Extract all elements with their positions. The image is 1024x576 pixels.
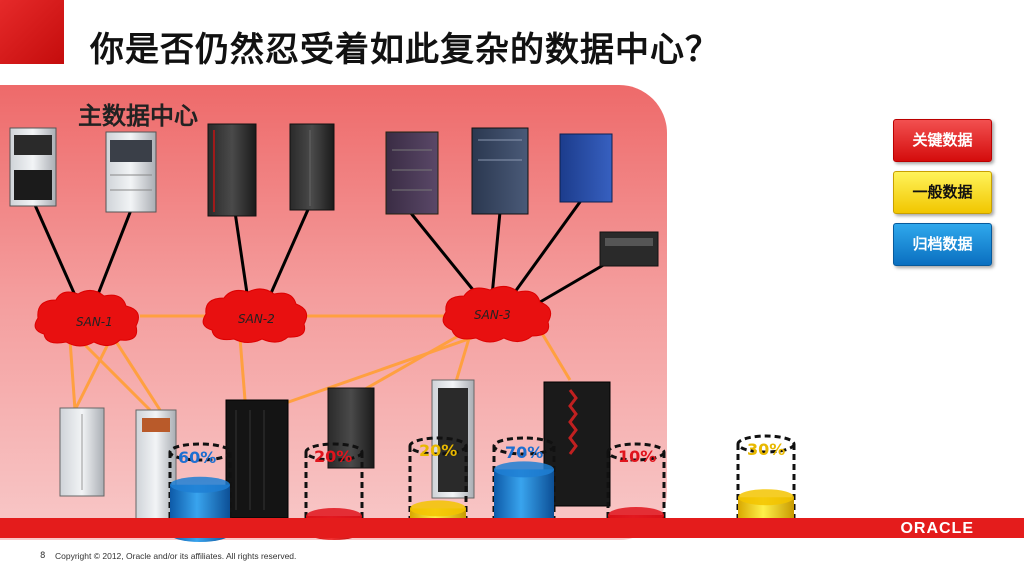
san-3-label: SAN-3 (474, 308, 511, 322)
storage-percent-3: 20% (419, 441, 458, 460)
server-icon (9, 127, 57, 207)
datacenter-label: 主数据中心 (78, 102, 198, 130)
server-icon (559, 133, 613, 203)
storage-cylinder (492, 436, 556, 532)
storage-percent-5: 10% (618, 447, 657, 466)
storage-percent-1: 60% (178, 448, 217, 467)
server-icon (207, 123, 257, 217)
san-1-cloud (34, 290, 139, 347)
legend-archive-data[interactable]: 归档数据 (893, 223, 992, 266)
legend-general-data[interactable]: 一般数据 (893, 171, 992, 214)
storage-rack-icon (225, 399, 289, 519)
server-icon (471, 127, 529, 215)
brand-corner-block (0, 0, 64, 64)
storage-percent-6: 30% (747, 440, 786, 459)
page-title: 你是否仍然忍受着如此复杂的数据中心？ (90, 30, 720, 70)
server-icon (105, 131, 157, 213)
storage-rack-icon (59, 407, 105, 497)
san-3-cloud (442, 286, 552, 343)
san-2-label: SAN-2 (238, 312, 275, 326)
san-1-label: SAN-1 (76, 315, 113, 329)
storage-rack-icon (327, 387, 375, 469)
storage-percent-4: 70% (505, 443, 544, 462)
legend-critical-data[interactable]: 关键数据 (893, 119, 992, 162)
storage-percent-2: 20% (314, 447, 353, 466)
storage-rack-icon (543, 381, 611, 507)
oracle-logo: ORACLE (900, 520, 974, 537)
server-icon (599, 231, 659, 267)
footer-bar (0, 518, 1024, 538)
san-interconnect (68, 314, 572, 412)
san-2-cloud (202, 288, 308, 343)
copyright-text: Copyright © 2012, Oracle and/or its affi… (55, 551, 297, 561)
server-links (33, 194, 613, 307)
server-icon (385, 131, 439, 215)
server-icon (289, 123, 335, 211)
page-number: 8 (40, 551, 46, 561)
